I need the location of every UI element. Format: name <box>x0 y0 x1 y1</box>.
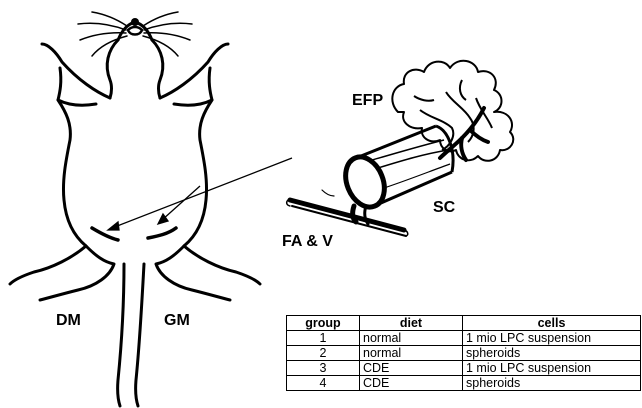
cell-diet: normal <box>360 331 463 346</box>
label-efp: EFP <box>352 92 383 109</box>
table-header-row: group diet cells <box>287 316 641 331</box>
header-group: group <box>287 316 360 331</box>
table-row: 1 normal 1 mio LPC suspension <box>287 331 641 346</box>
incision-marks <box>92 228 176 240</box>
cell-cells: 1 mio LPC suspension <box>463 331 641 346</box>
label-gm: GM <box>164 312 190 329</box>
femoral-vessels <box>287 190 408 236</box>
table-row: 3 CDE 1 mio LPC suspension <box>287 361 641 376</box>
table-row: 2 normal spheroids <box>287 346 641 361</box>
mouse-head <box>107 18 163 98</box>
cell-diet: CDE <box>360 376 463 391</box>
cell-cells: spheroids <box>463 346 641 361</box>
forelimbs <box>42 44 228 105</box>
arrows <box>108 158 292 230</box>
tail <box>118 264 144 406</box>
cell-group: 2 <box>287 346 360 361</box>
header-diet: diet <box>360 316 463 331</box>
cell-diet: normal <box>360 346 463 361</box>
groups-table: group diet cells 1 normal 1 mio LPC susp… <box>286 315 641 391</box>
cell-group: 1 <box>287 331 360 346</box>
label-fav: FA & V <box>282 233 333 250</box>
label-dm: DM <box>56 312 81 329</box>
cell-group: 3 <box>287 361 360 376</box>
cell-group: 4 <box>287 376 360 391</box>
cell-cells: spheroids <box>463 376 641 391</box>
cell-cells: 1 mio LPC suspension <box>463 361 641 376</box>
header-cells: cells <box>463 316 641 331</box>
hind-limbs <box>10 246 260 300</box>
cell-diet: CDE <box>360 361 463 376</box>
label-sc: SC <box>433 199 456 216</box>
table-row: 4 CDE spheroids <box>287 376 641 391</box>
mouse-body <box>58 100 212 246</box>
